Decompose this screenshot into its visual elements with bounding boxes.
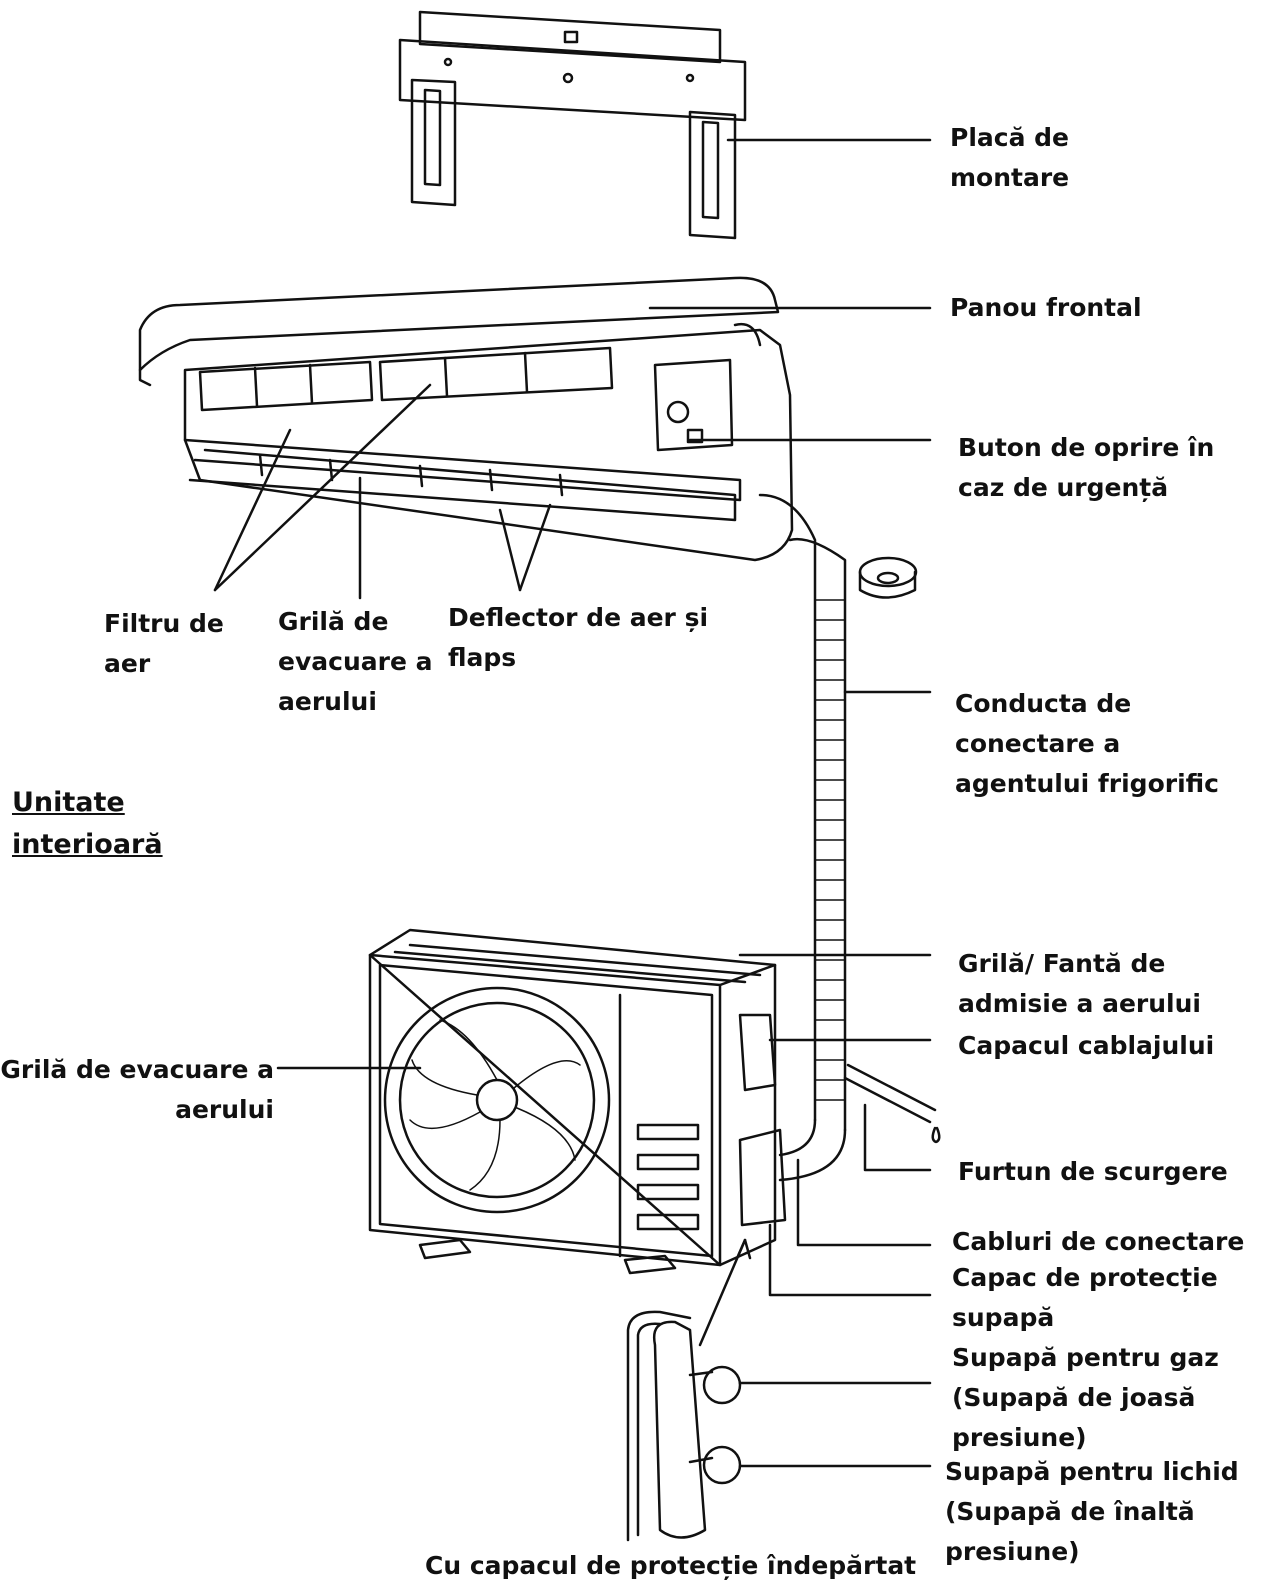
label-air-deflector: Deflector de aer și flaps bbox=[448, 603, 709, 672]
pipe-ridges bbox=[814, 599, 846, 1101]
refrigerant-pipe-drawing bbox=[758, 493, 918, 1182]
outdoor-unit-drawing bbox=[368, 928, 941, 1275]
label-connecting-cables: Cabluri de conectare bbox=[952, 1227, 1245, 1256]
label-outdoor-outlet-grille: Grilă de evacuare a aerului bbox=[0, 1055, 274, 1124]
label-mounting-plate: Placă de montare bbox=[950, 123, 1070, 192]
label-intake-grille: Grilă/ Fantă de admisie a aerului bbox=[958, 949, 1201, 1018]
label-indoor-outlet-grille: Grilă de evacuare a aerului bbox=[278, 607, 433, 716]
label-liquid-valve: Supapă pentru lichid (Supapă de înaltă p… bbox=[945, 1457, 1239, 1566]
indoor-unit-drawing bbox=[138, 276, 794, 562]
fan-blades bbox=[409, 1019, 581, 1191]
label-refrigerant-pipe: Conducta de conectare a agentului frigor… bbox=[955, 689, 1220, 798]
label-front-panel: Panou frontal bbox=[950, 293, 1142, 322]
section-title-indoor-unit: Unitate interioară bbox=[12, 787, 163, 860]
caption-cover-removed: Cu capacul de protecție îndepărtat bbox=[425, 1551, 917, 1580]
valve-detail-drawing bbox=[626, 1310, 742, 1542]
label-air-filter: Filtru de aer bbox=[104, 609, 224, 678]
label-emergency-button: Buton de oprire în caz de urgență bbox=[958, 433, 1215, 502]
mounting-plate-drawing bbox=[398, 10, 747, 240]
leader-lines bbox=[213, 138, 932, 1468]
label-valve-cover: Capac de protecție supapă bbox=[952, 1263, 1218, 1332]
label-wiring-cover: Capacul cablajului bbox=[958, 1031, 1215, 1060]
label-gas-valve: Supapă pentru gaz (Supapă de joasă presi… bbox=[952, 1343, 1219, 1452]
label-drain-hose: Furtun de scurgere bbox=[958, 1157, 1228, 1186]
